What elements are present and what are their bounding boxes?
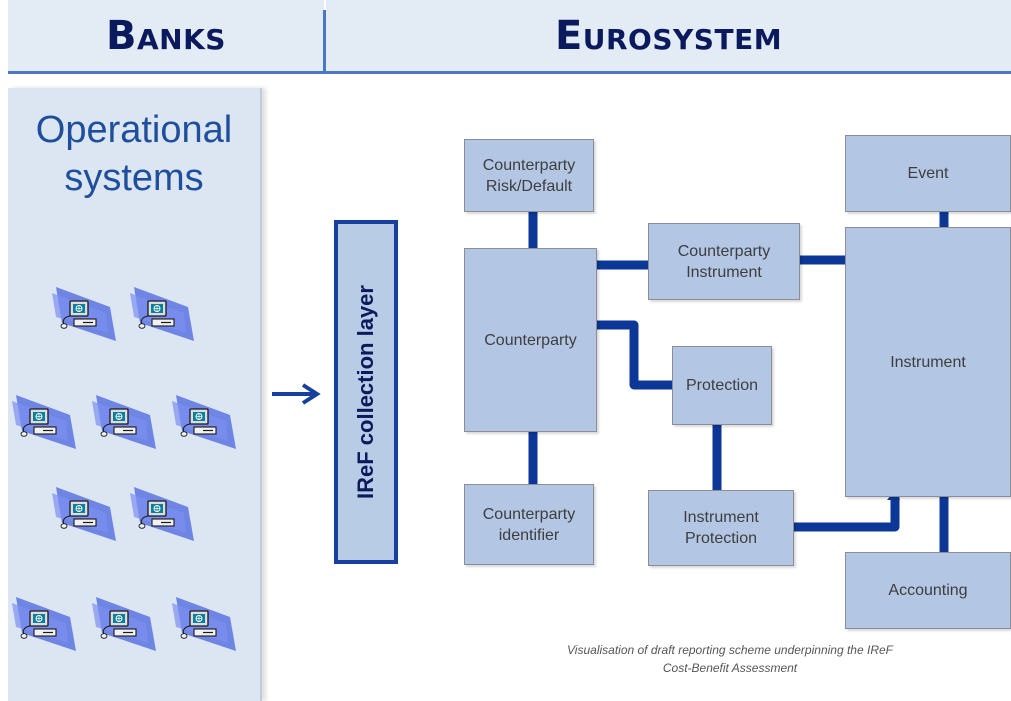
eurosystem-header-label: Eurosystem [554,12,783,59]
iref-collection-layer: IReF collection layer [334,220,398,564]
counterparty-instrument-line1: Counterparty [677,242,771,260]
computer-icon [8,593,78,655]
counterparty-identifier-line2: identifier [498,526,560,544]
counterparty-instrument-box: Counterparty Instrument [648,223,800,300]
computer-icon [168,391,238,453]
diagram-caption: Visualisation of draft reporting scheme … [470,641,990,677]
instrument-protection-line2: Protection [684,530,758,547]
arrow-right-icon [272,383,321,405]
counterparty-risk-default-line1: Counterparty [482,156,576,174]
event-box: Event [845,135,1011,212]
header-divider [323,10,326,74]
operational-systems-title-line2: systems [64,157,204,199]
protection-label: Protection [685,377,759,394]
operational-systems-panel: Operational systems [8,88,262,701]
counterparty-label: Counterparty [484,331,577,349]
computer-icon [88,593,158,655]
instrument-box: Instrument [845,227,1011,497]
counterparty-identifier-box: Counterparty identifier [464,484,594,565]
operational-systems-title-line1: Operational [35,109,233,151]
computer-icon [48,283,118,345]
counterparty-risk-default-line2: Risk/Default [485,177,573,195]
computer-icon [168,593,238,655]
connector-instprotection-instrument [794,497,900,532]
instrument-protection-box: Instrument Protection [648,490,794,566]
computer-icon [88,391,158,453]
computer-icon [126,483,196,545]
diagram-caption-line2: Cost-Benefit Assessment [662,661,798,675]
event-label: Event [907,165,949,182]
accounting-box: Accounting [845,552,1011,629]
eurosystem-header: Eurosystem [326,0,1011,71]
counterparty-risk-default-box: Counterparty Risk/Default [464,139,594,212]
connector-counterparty-protection [597,320,672,390]
operational-systems-title: Operational systems [8,106,260,202]
banks-header-label: Banks [106,12,226,59]
header-underline [8,71,1011,74]
diagram-caption-line1: Visualisation of draft reporting scheme … [567,643,893,657]
counterparty-box: Counterparty [464,248,597,432]
counterparty-instrument-line2: Instrument [686,263,762,281]
banks-header: Banks [8,0,324,71]
counterparty-identifier-line1: Counterparty [482,505,576,523]
accounting-label: Accounting [888,582,968,599]
computer-icon [126,283,196,345]
protection-box: Protection [672,346,772,425]
computer-icon [8,391,78,453]
computer-icon [48,483,118,545]
instrument-label: Instrument [890,353,966,371]
instrument-protection-line1: Instrument [683,509,759,526]
